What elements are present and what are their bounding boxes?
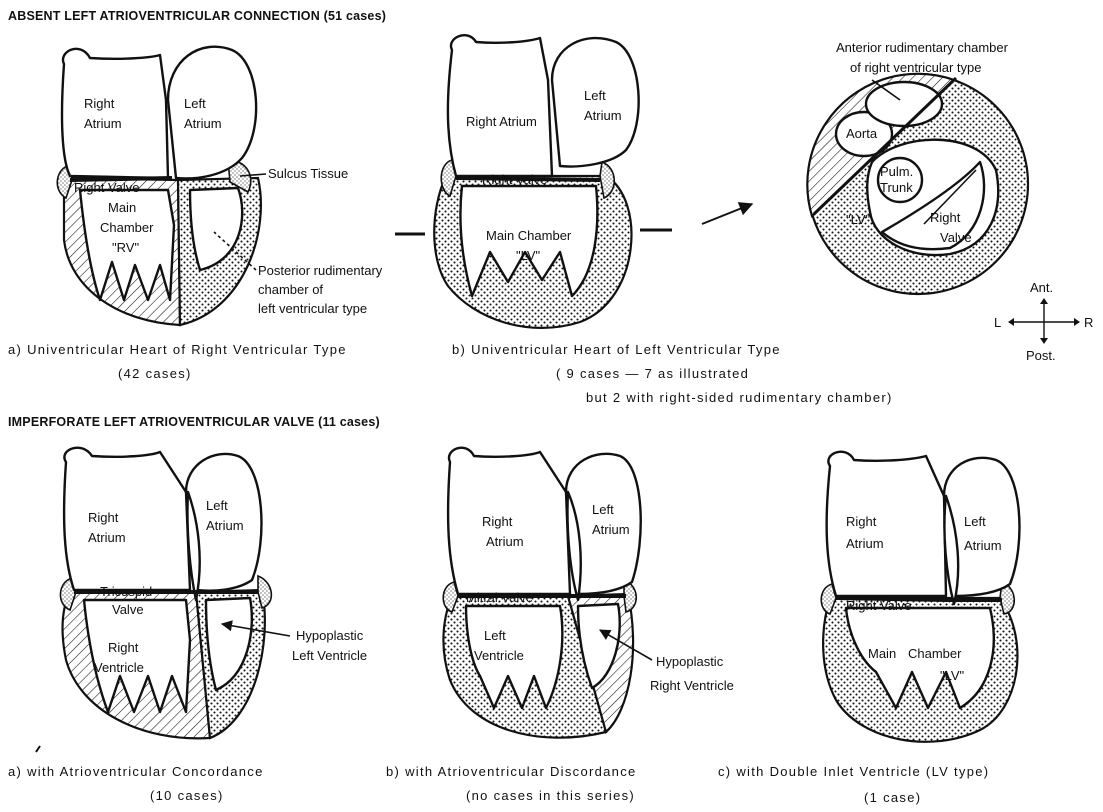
label-main-chamber: "LV"	[516, 248, 541, 263]
label-left-atrium: Atrium	[592, 522, 630, 537]
label-aorta: Aorta	[846, 126, 878, 141]
label-posterior-chamber: chamber of	[258, 282, 323, 297]
caption-top-b-cases: ( 9 cases — 7 as illustrated	[556, 366, 749, 381]
section-title-absent: ABSENT LEFT ATRIOVENTRICULAR CONNECTION …	[8, 9, 386, 23]
caption-top-b-extra: but 2 with right-sided rudimentary chamb…	[586, 390, 893, 405]
compass-arrow-down	[1040, 338, 1048, 344]
caption-top-a: a) Univentricular Heart of Right Ventric…	[8, 342, 347, 357]
caption-bottom-c-cases: (1 case)	[864, 790, 921, 805]
caption-bottom-b-cases: (no cases in this series)	[466, 788, 635, 803]
compass-post: Post.	[1026, 348, 1056, 363]
label-left-atrium: Atrium	[206, 518, 244, 533]
label-posterior-chamber: Posterior rudimentary	[258, 263, 383, 278]
caption-bottom-a: a) with Atrioventricular Concordance	[8, 764, 264, 779]
label-sulcus-tissue: Sulcus Tissue	[268, 166, 348, 181]
label-tricuspid-valve: Tricuspid	[100, 584, 152, 599]
sulcus-tissue-right	[258, 576, 271, 608]
label-hypoplastic-rv: Hypoplastic	[656, 654, 724, 669]
label-main-chamber: Chamber	[908, 646, 962, 661]
left-atrium	[168, 47, 256, 179]
label-anterior-chamber: of right ventricular type	[850, 60, 982, 75]
label-right-atrium: Right Atrium	[466, 114, 537, 129]
label-left-atrium: Atrium	[184, 116, 222, 131]
label-main-chamber: Main Chamber	[486, 228, 572, 243]
label-right-valve: Valve	[940, 230, 972, 245]
compass-arrow-up	[1040, 298, 1048, 304]
label-right-valve: Right Valve	[846, 598, 912, 613]
label-pulm-trunk: Trunk	[880, 180, 913, 195]
caption-top-a-cases: (42 cases)	[118, 366, 192, 381]
section-title-imperforate: IMPERFORATE LEFT ATRIOVENTRICULAR VALVE …	[8, 415, 380, 429]
label-left-atrium: Left	[184, 96, 206, 111]
compass-l: L	[994, 315, 1001, 330]
label-right-valve: Right	[930, 210, 961, 225]
diagram-bottom-a: Right Atrium Left Atrium Tricuspid Valve…	[60, 448, 367, 739]
diagram-top-b: Right Atrium Left Atrium Right Valve Mai…	[434, 35, 638, 328]
caption-bottom-a-cases: (10 cases)	[150, 788, 224, 803]
diagram-bottom-b: Right Atrium Left Atrium Mitral Valve Le…	[443, 448, 734, 738]
label-right-atrium: Right	[846, 514, 877, 529]
right-atrium	[448, 35, 552, 176]
compass-r: R	[1084, 315, 1093, 330]
label-lv: "LV"	[846, 212, 871, 227]
right-atrium	[62, 49, 168, 178]
label-main-chamber: Chamber	[100, 220, 154, 235]
label-right-valve: Right Valve	[74, 180, 140, 195]
compass-arrow-left	[1008, 318, 1014, 326]
label-right-atrium: Atrium	[486, 534, 524, 549]
label-anterior-chamber: Anterior rudimentary chamber	[836, 40, 1009, 55]
label-left-atrium: Left	[584, 88, 606, 103]
label-hypoplastic-rv: Right Ventricle	[650, 678, 734, 693]
label-tricuspid-valve: Valve	[112, 602, 144, 617]
compass-arrow-right	[1074, 318, 1080, 326]
caption-bottom-b: b) with Atrioventricular Discordance	[386, 764, 637, 779]
caption-bottom-c: c) with Double Inlet Ventricle (LV type)	[718, 764, 989, 779]
label-right-ventricle: Ventricle	[94, 660, 144, 675]
label-hypoplastic-lv: Hypoplastic	[296, 628, 364, 643]
label-mitral-valve: Mitral Valve	[466, 590, 533, 605]
label-pulm-trunk: Pulm.	[880, 164, 913, 179]
label-right-valve: Right Valve	[482, 172, 548, 187]
label-left-atrium: Left	[206, 498, 228, 513]
label-main-chamber: Main	[868, 646, 896, 661]
orientation-compass: Ant. Post. L R	[994, 280, 1093, 363]
label-hypoplastic-lv: Left Ventricle	[292, 648, 367, 663]
label-left-atrium: Atrium	[964, 538, 1002, 553]
caption-top-b: b) Univentricular Heart of Left Ventricu…	[452, 342, 781, 357]
label-right-atrium: Right	[84, 96, 115, 111]
label-right-atrium: Atrium	[846, 536, 884, 551]
label-left-ventricle: Left	[484, 628, 506, 643]
diagram-bottom-c: Right Atrium Left Atrium Right Valve Mai…	[821, 452, 1019, 742]
label-right-atrium: Right	[482, 514, 513, 529]
label-left-atrium: Left	[964, 514, 986, 529]
compass-ant: Ant.	[1030, 280, 1053, 295]
label-left-atrium: Atrium	[584, 108, 622, 123]
label-posterior-chamber: left ventricular type	[258, 301, 367, 316]
diagram-top-c: Aorta Pulm. Trunk "LV" Right Valve Anter…	[807, 40, 1028, 294]
label-right-atrium: Right	[88, 510, 119, 525]
label-right-ventricle: Right	[108, 640, 139, 655]
right-atrium	[827, 452, 946, 596]
label-left-ventricle: Ventricle	[474, 648, 524, 663]
diagram-top-a: Right Atrium Left Atrium Right Valve Mai…	[57, 47, 382, 325]
arrow-to-section	[702, 204, 752, 224]
label-main-chamber: "RV"	[112, 240, 139, 255]
label-main-chamber: "LV"	[940, 668, 965, 683]
label-right-atrium: Atrium	[84, 116, 122, 131]
label-main-chamber: Main	[108, 200, 136, 215]
label-left-atrium: Left	[592, 502, 614, 517]
right-atrium	[64, 448, 190, 590]
stray-mark	[36, 746, 40, 752]
label-right-atrium: Atrium	[88, 530, 126, 545]
